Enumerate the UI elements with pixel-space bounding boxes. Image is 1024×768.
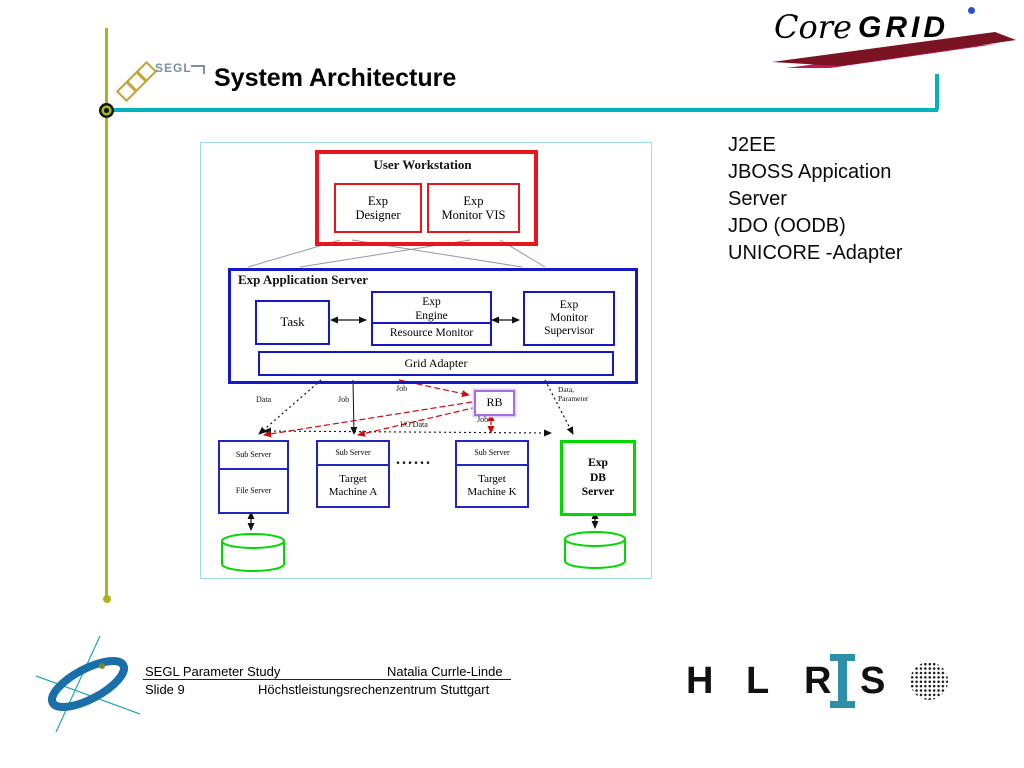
annotation-line-jboss: JBOSS Appication Server [728,161,892,210]
target-machine-k-label: Target Machine K [467,473,517,498]
hlrs-letter-h: H [686,660,714,702]
target-machine-a-node: Sub Server Target Machine A [316,440,390,508]
segl-logo: SEGL [115,56,215,103]
resource-monitor-box: Resource Monitor [371,322,492,346]
annotation-text: J2EE JBOSS Appication Server JDO (OODB) … [728,132,934,267]
segl-logo-text: SEGL [155,61,192,75]
grid-adapter-box: Grid Adapter [258,351,614,376]
hlrs-letter-r: R [804,660,832,702]
coregrid-swoosh-icon [772,32,1016,68]
rb-box: RB [474,390,515,416]
diagram-frame [200,142,652,579]
coregrid-logo-grid-text: GRID [858,11,949,44]
hlrs-letter-s: S [860,660,886,702]
exp-monitor-vis-box: Exp Monitor VIS [427,183,520,233]
olive-line-end-dot [103,595,111,603]
target-machines-ellipsis: ...... [396,451,432,468]
edge-label-job-mid: Job [396,384,408,393]
annotation-line-unicore: UNICORE -Adapter [728,242,903,264]
target-machine-k-node: Sub Server Target Machine K [455,440,529,508]
file-server-label: File Server [235,486,272,496]
edge-label-data: Data [256,395,272,404]
edge-label-io-data: I/O Data [400,420,428,429]
file-server-node: Sub Server File Server [218,440,289,514]
exp-monitor-supervisor-box: Exp Monitor Supervisor [523,291,615,346]
footer-divider-line [143,679,511,680]
sub-server-label: Sub Server [220,442,287,470]
coregrid-logo-core-text: Core [774,8,852,46]
footer-author: Natalia Currle-Linde [387,664,503,679]
exp-designer-box: Exp Designer [334,183,422,233]
exp-application-server-title: Exp Application Server [238,272,369,287]
annotation-line-jdo: JDO (OODB) [728,215,846,237]
exp-db-server-box: Exp DB Server [560,440,636,516]
hlrs-letter-l: L [746,660,770,702]
edge-label-job-rb: Job [477,415,489,424]
horizontal-teal-line [107,108,938,112]
edge-label-data-parameter: Data, Parameter [558,385,589,403]
teal-line-vertical-segment [935,74,939,110]
page-title: System Architecture [214,64,457,92]
footer-slide-number: Slide 9 [145,682,185,697]
coregrid-logo-blue-dot-icon [968,7,975,14]
sub-server-label: Sub Server [457,442,527,466]
edge-label-job-left: Job [338,395,350,404]
sub-server-label: Sub Server [318,442,388,466]
user-workstation-title: User Workstation [373,157,472,172]
coregrid-logo: Core GRID [770,6,1018,78]
segl-logo-arrow-icon [191,65,205,74]
target-machine-a-label: Target Machine A [328,473,378,498]
line-node-dot [99,103,114,118]
footer-orbit-logo [36,636,140,732]
annotation-line-j2ee: J2EE [728,134,776,156]
vertical-olive-line [105,28,108,598]
hlrs-dotted-sphere-icon [910,662,948,700]
exp-engine-box: Exp Engine [371,291,492,328]
task-box: Task [255,300,330,345]
footer-project: SEGL Parameter Study [145,664,281,679]
footer-institution: Höchstleistungsrechenzentrum Stuttgart [258,682,490,697]
hlrs-ibar-icon [830,654,855,708]
